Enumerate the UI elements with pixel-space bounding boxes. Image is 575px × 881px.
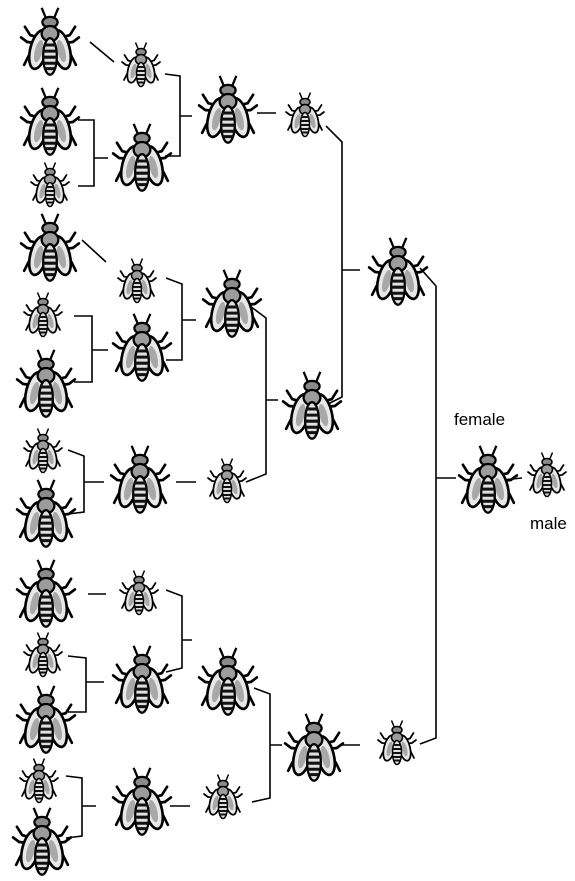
bee-icon <box>367 236 429 307</box>
bee-icon <box>281 370 343 441</box>
bee-icon <box>23 427 63 474</box>
bee-icon <box>19 6 81 77</box>
bee-icon <box>23 631 63 678</box>
bee-icon <box>121 41 161 88</box>
bee-icon <box>19 86 81 157</box>
bee-icon <box>119 569 159 616</box>
bee-icon <box>109 444 171 515</box>
bee-icon <box>19 757 59 804</box>
bee-icon <box>111 766 173 837</box>
bee-icon <box>207 457 247 504</box>
bee-icon <box>15 684 77 755</box>
bee-icon <box>111 122 173 193</box>
bee-icon <box>15 348 77 419</box>
bee-icon <box>201 268 263 339</box>
female-label: female <box>454 410 506 429</box>
bee-icon <box>111 644 173 715</box>
bee-icon <box>15 558 77 629</box>
bee-icon <box>377 719 417 766</box>
bee-icon <box>203 773 243 820</box>
bee-icon <box>527 451 567 498</box>
bee-icon <box>19 212 81 283</box>
bee-icon <box>283 712 345 783</box>
bee-icon <box>197 74 259 145</box>
bee-icon <box>15 478 77 549</box>
bee-icon <box>117 257 157 304</box>
bees <box>11 6 567 877</box>
bee-icon <box>23 291 63 338</box>
bee-icon <box>111 312 173 383</box>
bee-icon <box>457 444 519 515</box>
bee-icon <box>11 806 73 877</box>
connector-lines <box>65 41 523 839</box>
bee-icon <box>285 91 325 138</box>
bee-icon <box>197 646 259 717</box>
bee-icon <box>30 161 70 208</box>
male-label: male <box>530 514 567 533</box>
